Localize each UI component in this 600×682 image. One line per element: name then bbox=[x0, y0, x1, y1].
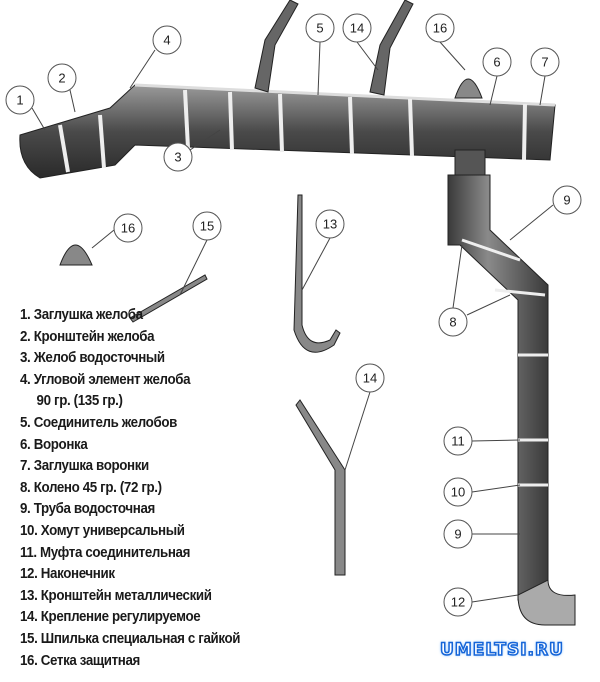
callout-12: 12 bbox=[443, 587, 473, 617]
callout-number: 16 bbox=[121, 221, 135, 236]
legend-item: 2. Кронштейн желоба bbox=[20, 328, 155, 345]
gutter bbox=[19, 83, 556, 179]
callout-16: 16 bbox=[425, 13, 455, 43]
legend-item: 16. Сетка защитная bbox=[20, 652, 140, 669]
callout-number: 2 bbox=[58, 71, 65, 86]
legend-item: 14. Крепление регулируемое bbox=[20, 609, 201, 626]
legend-item: 13. Кронштейн металлический bbox=[20, 587, 212, 604]
legend-item: 12. Наконечник bbox=[20, 566, 115, 583]
callout-number: 3 bbox=[174, 150, 181, 165]
legend-item: 10. Хомут универсальный bbox=[20, 522, 185, 539]
legend-item: 6. Воронка bbox=[20, 436, 88, 453]
callout-number: 14 bbox=[363, 371, 377, 386]
leader-lines bbox=[31, 41, 554, 603]
watermark-logo: UMELTSI.RU bbox=[439, 639, 564, 661]
callout-number: 1 bbox=[16, 93, 23, 108]
callout-10: 10 bbox=[443, 477, 473, 507]
legend-item: 5. Соединитель желобов bbox=[20, 414, 177, 431]
legend-item: 8. Колено 45 гр. (72 гр.) bbox=[20, 479, 162, 496]
callout-number: 7 bbox=[541, 55, 548, 70]
parts-legend: 1. Заглушка желоба 2. Кронштейн желоба 3… bbox=[20, 305, 259, 672]
callout-11: 11 bbox=[443, 426, 473, 456]
legend-item: 3. Желоб водосточный bbox=[20, 350, 165, 367]
callout-number: 5 bbox=[316, 21, 323, 36]
legend-item: 15. Шпилька специальная с гайкой bbox=[20, 630, 241, 647]
downpipe bbox=[447, 149, 576, 626]
callout-number: 8 bbox=[449, 315, 456, 330]
callout-15: 15 bbox=[192, 211, 222, 241]
callout-number: 11 bbox=[451, 434, 465, 449]
callout-14: 14 bbox=[355, 363, 385, 393]
callout-9: 9 bbox=[443, 519, 473, 549]
legend-item: 7. Заглушка воронки bbox=[20, 458, 149, 475]
legend-item: 11. Муфта соединительная bbox=[20, 544, 190, 561]
callout-16: 16 bbox=[113, 213, 143, 243]
callout-number: 15 bbox=[200, 219, 214, 234]
callout-7: 7 bbox=[530, 47, 560, 77]
callout-3: 3 bbox=[163, 142, 193, 172]
callout-number: 9 bbox=[454, 527, 461, 542]
legend-item-continuation: 90 гр. (135 гр.) bbox=[36, 393, 123, 410]
callout-13: 13 bbox=[315, 209, 345, 239]
callout-number: 4 bbox=[163, 33, 170, 48]
callout-1: 1 bbox=[5, 85, 35, 115]
callout-number: 10 bbox=[451, 485, 465, 500]
adjustable-mounts bbox=[254, 0, 414, 96]
callout-6: 6 bbox=[482, 47, 512, 77]
callout-number: 16 bbox=[433, 21, 447, 36]
callout-number: 14 bbox=[350, 21, 364, 36]
legend-item: 1. Заглушка желоба bbox=[20, 307, 143, 323]
callout-number: 9 bbox=[563, 193, 570, 208]
legend-item: 4. Угловой элемент желоба bbox=[20, 371, 191, 388]
callout-number: 13 bbox=[323, 217, 337, 232]
callout-5: 5 bbox=[305, 13, 335, 43]
callout-4: 4 bbox=[152, 25, 182, 55]
callout-14: 14 bbox=[342, 13, 372, 43]
callout-2: 2 bbox=[47, 63, 77, 93]
callout-8: 8 bbox=[438, 307, 468, 337]
callout-9: 9 bbox=[552, 185, 582, 215]
legend-item: 9. Труба водосточная bbox=[20, 501, 155, 518]
callout-number: 6 bbox=[493, 55, 500, 70]
callout-number: 12 bbox=[451, 595, 465, 610]
